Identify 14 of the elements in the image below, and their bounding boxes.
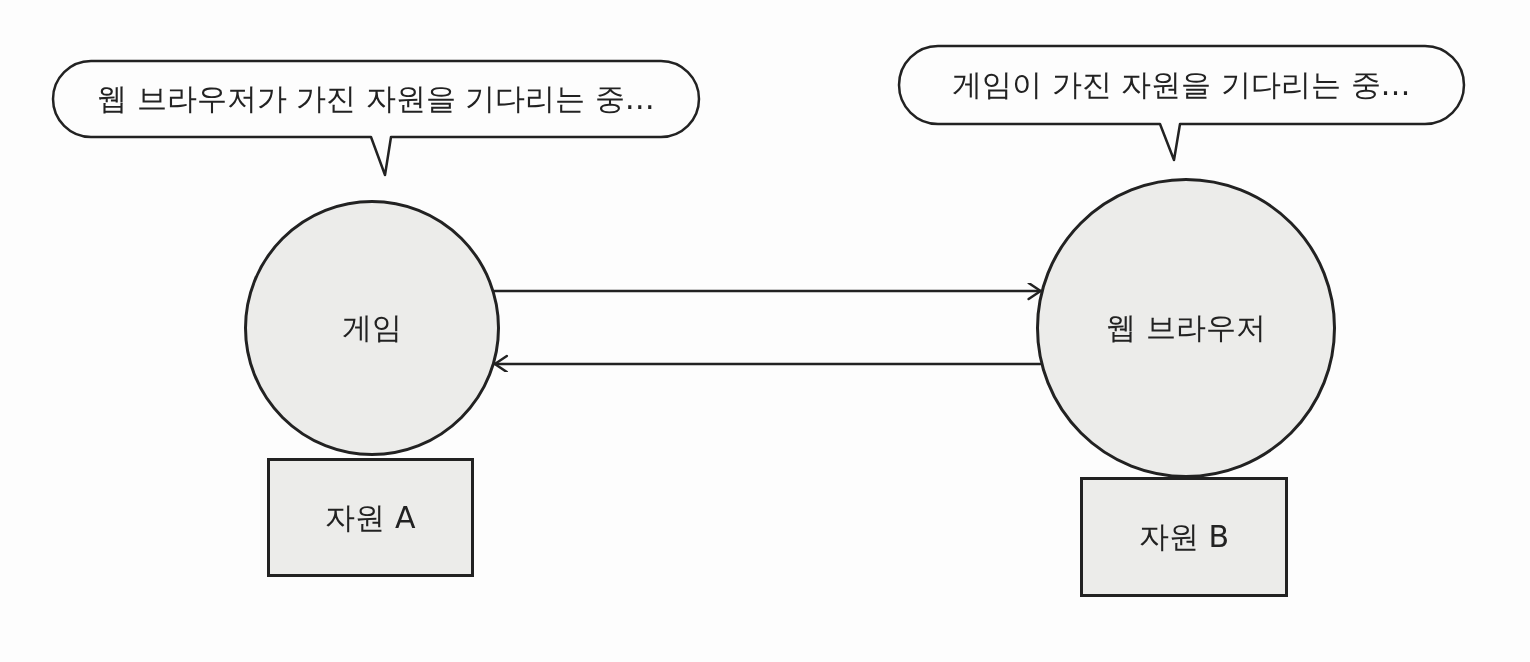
node-label: 자원 A (324, 498, 417, 537)
process-circle (244, 200, 500, 456)
speech-text: 게임이 가진 자원을 기다리는 중… (951, 66, 1412, 104)
speech-text: 웹 브라우저가 가진 자원을 기다리는 중… (96, 80, 656, 118)
arrow (493, 281, 1042, 301)
speech-bubble (52, 60, 700, 176)
node-label: 게임 (341, 309, 403, 347)
node-label: 자원 B (1137, 518, 1231, 556)
process-circle (1036, 178, 1336, 478)
arrow (493, 354, 1042, 374)
resource-box (267, 458, 474, 577)
resource-box (1080, 477, 1288, 597)
node-label: 웹 브라우저 (1105, 309, 1267, 347)
speech-bubble (898, 45, 1465, 161)
